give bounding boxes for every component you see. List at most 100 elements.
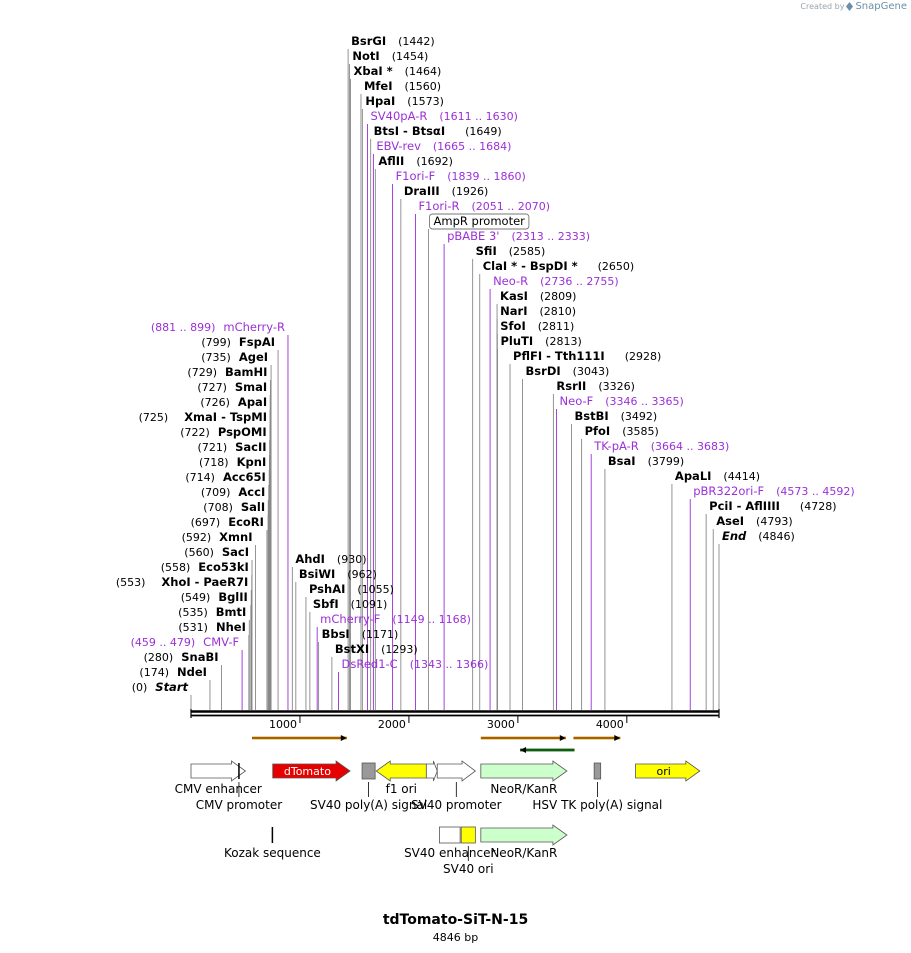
site-position: (1343 .. 1366): [410, 658, 489, 671]
site-nhei[interactable]: NheI(531): [178, 620, 245, 634]
feature-sv40-ori[interactable]: SV40 ori: [443, 826, 494, 876]
feature-kozak-sequence[interactable]: Kozak sequence: [224, 827, 321, 860]
site-sali[interactable]: SalI(708): [203, 500, 265, 514]
site-start[interactable]: Start(0): [132, 680, 189, 694]
site-draiii[interactable]: DraIII(1926): [404, 184, 488, 198]
feature-ori[interactable]: ori: [635, 760, 701, 782]
site-clai[interactable]: ClaI * - BspDI *(2650): [483, 259, 634, 273]
site-nari[interactable]: NarI(2810): [500, 304, 576, 318]
site-f1ori-r[interactable]: F1ori-R(2051 .. 2070): [418, 199, 550, 213]
site-pbr322ori-f[interactable]: pBR322ori-F(4573 .. 4592): [693, 484, 854, 498]
site-bmti[interactable]: BmtI(535): [178, 605, 246, 619]
site-acc65i[interactable]: Acc65I(714): [185, 470, 265, 484]
site-neo-f[interactable]: Neo-F(3346 .. 3365): [560, 394, 684, 408]
site-ecori[interactable]: EcoRI(697): [191, 515, 264, 529]
feature-hsv-tk-poly-a-signal[interactable]: HSV TK poly(A) signal: [532, 762, 662, 812]
feature-sv40-enhancer[interactable]: SV40 enhancer: [404, 826, 496, 860]
site-pfoi[interactable]: PfoI(3585): [585, 424, 659, 438]
site-name: PluTI: [500, 334, 533, 348]
site-name: BsaI: [608, 454, 636, 468]
feature-neor-kanr[interactable]: NeoR/KanR: [480, 760, 568, 796]
feature-sv40-poly-a-signal[interactable]: SV40 poly(A) signal: [310, 762, 427, 812]
site-position: (2810): [540, 305, 577, 318]
orf-arrow[interactable]: [252, 735, 347, 741]
site-tk-pa-r[interactable]: TK-pA-R(3664 .. 3683): [593, 439, 729, 453]
site-agei[interactable]: AgeI(735): [201, 350, 268, 364]
site-pshai[interactable]: PshAI(1055): [309, 582, 394, 596]
site-sv40pa-r[interactable]: SV40pA-R(1611 .. 1630): [371, 109, 518, 123]
site-noti[interactable]: NotI(1454): [352, 49, 428, 63]
site-ebv-rev[interactable]: EBV-rev(1665 .. 1684): [376, 139, 511, 153]
site-position: (799): [201, 336, 231, 349]
site-kpni[interactable]: KpnI(718): [199, 455, 266, 469]
feature-f1-ori[interactable]: f1 ori: [375, 760, 427, 796]
site-position: (4846): [758, 530, 795, 543]
site-bsiwi[interactable]: BsiWI(962): [299, 567, 377, 581]
feature-cmv-enhancer[interactable]: CMV enhancer: [175, 760, 262, 796]
site-smai[interactable]: SmaI(727): [197, 380, 267, 394]
feature-dtomato[interactable]: dTomato: [272, 760, 351, 782]
site-position: (3799): [648, 455, 685, 468]
site-end[interactable]: End(4846): [722, 529, 795, 543]
site-xhoi[interactable]: XhoI - PaeR7I(553): [116, 575, 248, 589]
site-bstbi[interactable]: BstBI(3492): [574, 409, 657, 423]
site-aflii[interactable]: AflII(1692): [378, 154, 453, 168]
site-bsrdi[interactable]: BsrDI(3043): [526, 364, 610, 378]
site-ampr-promoter[interactable]: AmpR promoter: [429, 213, 530, 230]
site-bstxi[interactable]: BstXI(1293): [335, 642, 418, 656]
site-bglii[interactable]: BglII(549): [181, 590, 248, 604]
site-cmv-f[interactable]: CMV-F(459 .. 479): [131, 635, 239, 649]
site-asei[interactable]: AseI(4793): [716, 514, 792, 528]
site-eco53ki[interactable]: Eco53kI(558): [161, 560, 249, 574]
site-dsred1-c[interactable]: DsRed1-C(1343 .. 1366): [342, 657, 489, 671]
site-pspomi[interactable]: PspOMI(722): [180, 425, 266, 439]
site-sbfi[interactable]: SbfI(1091): [313, 597, 387, 611]
site-xmni[interactable]: XmnI(592): [182, 530, 253, 544]
site-f1ori-f[interactable]: F1ori-F(1839 .. 1860): [396, 169, 526, 183]
site-mfei[interactable]: MfeI(1560): [364, 79, 441, 93]
site-btsi[interactable]: BtsI - BtsαI(1649): [374, 124, 502, 138]
site-mcherry-f[interactable]: mCherry-F(1149 .. 1168): [320, 612, 471, 626]
site-kasi[interactable]: KasI(2809): [500, 289, 576, 303]
site-rsrii[interactable]: RsrII(3326): [556, 379, 635, 393]
orf-arrow[interactable]: [520, 747, 575, 753]
site-pflfi[interactable]: PflFI - Tth111I(2928): [513, 349, 661, 363]
site-acci[interactable]: AccI(709): [201, 485, 265, 499]
site-apai[interactable]: ApaI(726): [200, 395, 267, 409]
site-fspai[interactable]: FspAI(799): [201, 335, 275, 349]
site-position: (1573): [407, 95, 444, 108]
feature-shape: [272, 760, 351, 782]
site-hpai[interactable]: HpaI(1573): [365, 94, 443, 108]
feature-shape: [436, 760, 477, 782]
site-sacii[interactable]: SacII(721): [198, 440, 267, 454]
feature-neor-kanr[interactable]: NeoR/KanR: [480, 824, 568, 860]
site-ndei[interactable]: NdeI(174): [139, 665, 207, 679]
site-snabi[interactable]: SnaBI(280): [144, 650, 219, 664]
site-pluti[interactable]: PluTI(2813): [500, 334, 581, 348]
orf-arrow[interactable]: [573, 735, 621, 741]
site-position: (1454): [392, 50, 429, 63]
site-position: (1149 .. 1168): [392, 613, 471, 626]
site-sfoi[interactable]: SfoI(2811): [500, 319, 574, 333]
site-apali[interactable]: ApaLI(4414): [675, 469, 760, 483]
site-bbsi[interactable]: BbsI(1171): [322, 627, 399, 641]
orf-arrow[interactable]: [480, 735, 566, 741]
site-bamhi[interactable]: BamHI(729): [187, 365, 267, 379]
site-name: SalI: [241, 500, 265, 514]
feature-ampr-promoter[interactable]: [425, 760, 438, 782]
site-bsai[interactable]: BsaI (3799): [608, 454, 684, 468]
feature-label: dTomato: [284, 765, 331, 778]
site-sfii[interactable]: SfiI(2585): [476, 244, 546, 258]
site-mcherry-r[interactable]: mCherry-R(881 .. 899): [151, 320, 285, 334]
site-ahdi[interactable]: AhdI(930): [295, 552, 366, 566]
feature-sv40-promoter[interactable]: SV40 promoter: [411, 760, 502, 812]
site-pcii[interactable]: PciI - AflIIII(4728): [709, 499, 836, 513]
site-xbai[interactable]: XbaI *(1464): [354, 64, 442, 78]
site-name: RsrII: [556, 379, 586, 393]
site-saci[interactable]: SacI(560): [184, 545, 249, 559]
feature-cmv-promoter[interactable]: CMV promoter: [196, 763, 283, 812]
site-pbabe-3[interactable]: pBABE 3'(2313 .. 2333): [447, 229, 590, 243]
site-bsrgi[interactable]: BsrGI(1442): [351, 34, 435, 48]
site-xmai[interactable]: XmaI - TspMI(725): [139, 410, 267, 424]
site-neo-r[interactable]: Neo-R(2736 .. 2755): [493, 274, 619, 288]
